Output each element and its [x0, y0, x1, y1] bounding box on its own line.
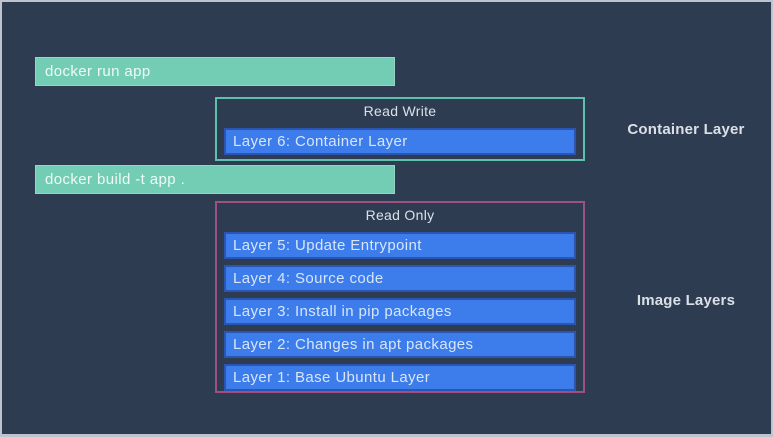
read-write-box-title: Read Write — [363, 103, 437, 119]
container-layer-side-label: Container Layer — [627, 121, 745, 138]
command-label: docker run app — [45, 63, 151, 80]
command-bar-docker-run: docker run app — [35, 57, 395, 86]
layer-bar-apt-packages: Layer 2: Changes in apt packages — [224, 331, 576, 358]
read-only-box-title: Read Only — [365, 207, 435, 223]
layer-bar-container-layer: Layer 6: Container Layer — [224, 128, 576, 155]
layer-bar-base-ubuntu: Layer 1: Base Ubuntu Layer — [224, 364, 576, 391]
read-only-box: Read Only Layer 5: Update Entrypoint Lay… — [215, 201, 585, 393]
layer-bar-source-code: Layer 4: Source code — [224, 265, 576, 292]
image-layers-side-label: Image Layers — [636, 292, 736, 309]
layer-bar-pip-packages: Layer 3: Install in pip packages — [224, 298, 576, 325]
layer-bar-update-entrypoint: Layer 5: Update Entrypoint — [224, 232, 576, 259]
read-write-box: Read Write Layer 6: Container Layer — [215, 97, 585, 161]
command-bar-docker-build: docker build -t app . — [35, 165, 395, 194]
command-label: docker build -t app . — [45, 171, 186, 188]
